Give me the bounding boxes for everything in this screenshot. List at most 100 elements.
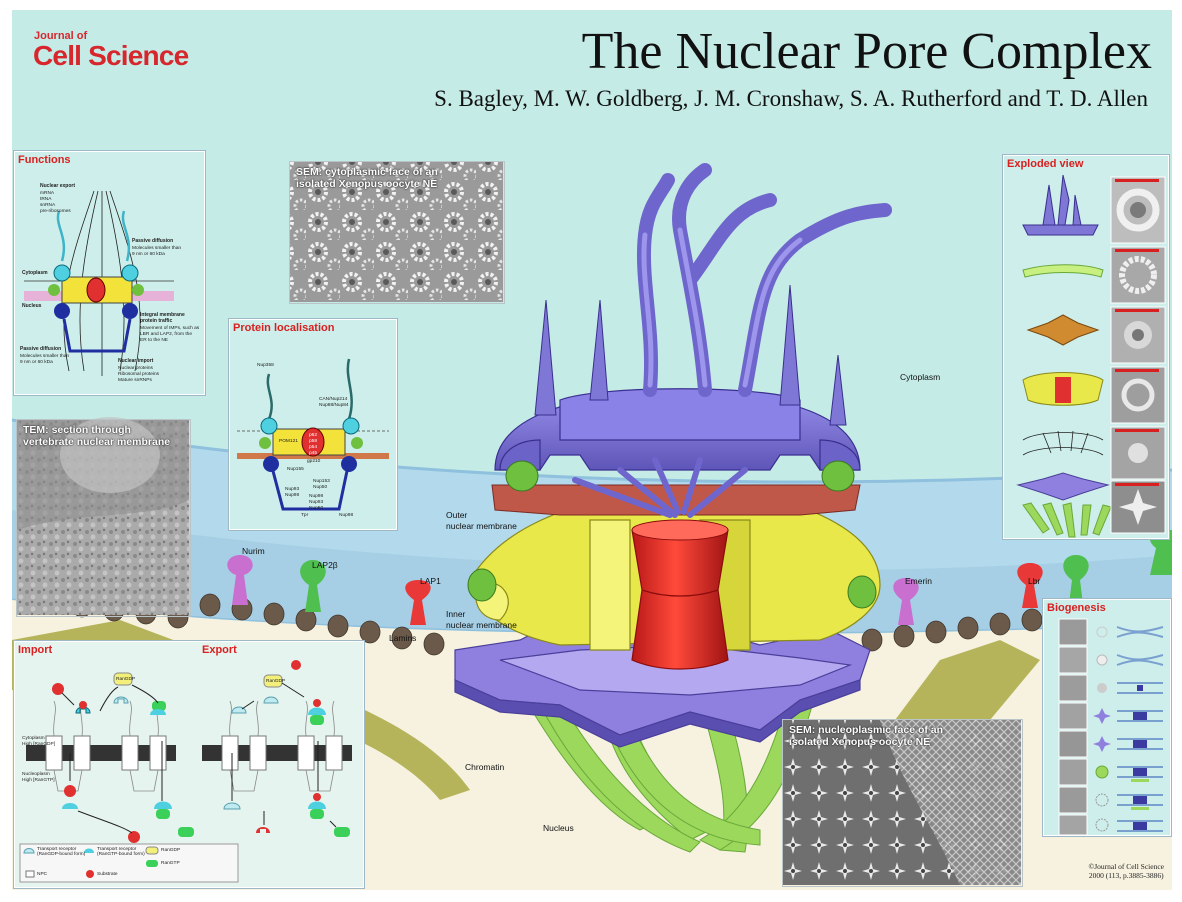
functions-panel: Functions Nuclear export mRNA	[13, 150, 206, 396]
label-lap2b: LAP2β	[312, 560, 338, 570]
functions-integral-2: LBR and LAP2, from the	[140, 332, 192, 337]
legend-receptor-gdp-2: (RanGDP-bound form)	[37, 852, 86, 857]
micrograph-tem: TEM: section through vertebrate nuclear …	[16, 419, 191, 617]
functions-passive-bottom-2: 9 nm or 60 kDa	[20, 360, 53, 365]
legend-substrate: Substrate	[97, 872, 118, 877]
transport-nucleoplasm: Nucleoplasm	[22, 772, 50, 777]
transport-panel: Import Export	[13, 640, 365, 889]
loc-nup155: Nup155	[287, 467, 304, 472]
loc-nup98b-1: Nup98	[309, 494, 324, 499]
loc-nup98b-3: Nup50	[309, 506, 324, 511]
loc-p45: p45	[309, 451, 318, 456]
sem-cyto-caption-2: isolated Xenopus oocyte NE	[296, 178, 438, 190]
loc-p58: p58	[309, 439, 318, 444]
lap2b-protein	[300, 560, 326, 612]
legend-rangtp: RanGTP	[161, 861, 180, 866]
functions-integral-1: Movement of IMPs, such as	[140, 326, 200, 331]
loc-p54: p54	[309, 445, 318, 450]
journal-name-small: Journal of	[34, 30, 88, 42]
sem-cyto-caption-1: SEM: cytoplasmic face of an	[296, 166, 438, 178]
functions-export-snrna: snRNA	[40, 203, 56, 208]
import-heading: Import	[18, 644, 53, 656]
label-outer-membrane-2: nuclear membrane	[446, 521, 517, 531]
functions-passive-top-2: 9 nm or 60 kDa	[132, 252, 165, 257]
biogenesis-heading: Biogenesis	[1047, 602, 1106, 614]
nurim-protein	[227, 555, 253, 605]
transport-nucleoplasm-ran: High [RanGTP]	[22, 778, 55, 783]
transport-export-rangdp: RanGDP	[266, 679, 286, 684]
loc-nup93-2: Nup98	[285, 493, 300, 498]
functions-export-preribosomes: pre-ribosomes	[40, 209, 71, 214]
journal-name-large: Cell Science	[33, 40, 189, 71]
functions-import-1: Nuclear proteins	[118, 366, 153, 371]
loc-can-1: CAN/Nup214	[319, 397, 348, 402]
functions-integral-title-2: protein traffic	[140, 318, 173, 324]
copyright: ©Journal of Cell Science 2000 (113, p.38…	[1089, 862, 1164, 880]
legend-receptor-gtp-1: Transport receptor	[97, 847, 137, 852]
label-emerin: Emerin	[905, 576, 932, 586]
export-heading: Export	[202, 644, 237, 656]
functions-passive-bottom-1: Molecules smaller than	[20, 354, 70, 359]
loc-can-2: Nup88/Nup84	[319, 403, 349, 408]
tem-caption-1: TEM: section through	[23, 424, 131, 436]
poster-authors: S. Bagley, M. W. Goldberg, J. M. Cronsha…	[434, 86, 1148, 111]
tem-caption-2: vertebrate nuclear membrane	[23, 436, 171, 448]
micrograph-sem-cytoplasmic: SEM: cytoplasmic face of an isolated Xen…	[289, 161, 505, 304]
functions-heading: Functions	[18, 154, 71, 166]
label-chromatin: Chromatin	[465, 762, 505, 772]
exploded-view-diagram	[1016, 174, 1166, 538]
functions-export-trna: tRNA	[40, 197, 52, 202]
loc-nup153-2: Nup50	[313, 485, 328, 490]
exploded-view-panel: Exploded view	[1002, 154, 1170, 540]
legend-npc: NPC	[37, 872, 48, 877]
sem-nucleo-caption-2: isolated Xenopus oocyte NE	[789, 736, 931, 748]
poster-title: The Nuclear Pore Complex	[581, 23, 1152, 80]
protein-localisation-diagram	[237, 358, 389, 511]
legend-receptor-gdp-1: Transport receptor	[37, 847, 77, 852]
functions-export-title: Nuclear export	[40, 183, 76, 189]
functions-passive-top-title: Passive diffusion	[132, 238, 174, 244]
copyright-line-1: ©Journal of Cell Science	[1088, 862, 1164, 871]
functions-import-2: Ribosomal proteins	[118, 372, 160, 377]
loc-gp210: gp210	[307, 459, 321, 464]
exploded-view-heading: Exploded view	[1007, 158, 1084, 170]
label-lap1: LAP1	[420, 576, 441, 586]
label-inner-membrane-1: Inner	[446, 609, 466, 619]
transport-import-rangdp: RanGDP	[116, 677, 136, 682]
functions-import-title: Nuclear import	[118, 358, 154, 364]
transport-cytoplasm-ran: High [RanGDP]	[22, 742, 56, 747]
micrograph-sem-nucleoplasmic: SEM: nucleoplasmic face of an isolated X…	[782, 719, 1023, 887]
label-nucleus: Nucleus	[543, 823, 574, 833]
functions-diagram	[24, 190, 174, 376]
lap1-protein	[405, 580, 431, 625]
loc-nup98b-2: Nup93	[309, 500, 324, 505]
loc-nup153-1: Nup153	[313, 479, 330, 484]
label-nurim: Nurim	[242, 546, 265, 556]
biogenesis-panel: Biogenesis	[1042, 598, 1172, 837]
copyright-line-2: 2000 (113, p.3885-3886)	[1088, 871, 1164, 880]
loc-tpr: Tpr	[301, 513, 309, 518]
protein-localisation-heading: Protein localisation	[233, 322, 335, 334]
label-lbr: Lbr	[1028, 576, 1041, 586]
loc-pom121: POM121	[279, 439, 298, 444]
biogenesis-diagram	[1058, 618, 1164, 836]
lbr-protein	[1017, 530, 1172, 612]
label-lamins: Lamins	[389, 633, 417, 643]
loc-nup93-1: Nup93	[285, 487, 300, 492]
label-inner-membrane-2: nuclear membrane	[446, 620, 517, 630]
loc-nup358: Nup358	[257, 363, 274, 368]
sem-nucleo-caption-1: SEM: nucleoplasmic face of an	[789, 724, 944, 736]
transport-cytoplasm: Cytoplasm	[22, 736, 45, 741]
loc-nup98c: Nup98	[339, 513, 354, 518]
loc-p62: p62	[309, 433, 318, 438]
emerin-protein	[893, 578, 919, 625]
label-outer-membrane-1: Outer	[446, 510, 468, 520]
legend-rangdp: RanGDP	[161, 848, 181, 853]
functions-passive-bottom-title: Passive diffusion	[20, 346, 62, 352]
functions-integral-title-1: Integral membrane	[140, 312, 185, 318]
legend-receptor-gtp-2: (RanGTP-bound form)	[97, 852, 145, 857]
functions-nucleus: Nucleus	[22, 303, 42, 309]
functions-import-3: Mature snRNPs	[118, 378, 152, 383]
label-cytoplasm: Cytoplasm	[900, 372, 941, 382]
